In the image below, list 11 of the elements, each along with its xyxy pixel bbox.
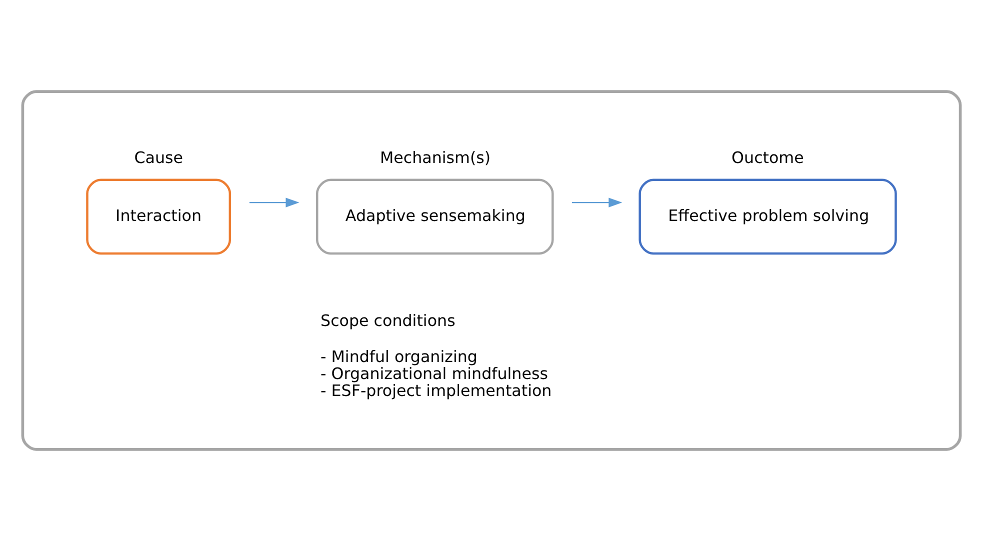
arrow bbox=[572, 198, 622, 208]
cluster bbox=[21, 90, 962, 451]
arrow bbox=[249, 198, 300, 208]
node-label: Cause bbox=[134, 148, 184, 168]
label: - Mindful organizing bbox=[320, 346, 478, 366]
node-label: Ouctome bbox=[732, 148, 804, 168]
node-box: Interaction bbox=[86, 178, 232, 255]
node-label: Mechanism(s) bbox=[380, 148, 491, 168]
label: Scope conditions bbox=[320, 310, 456, 330]
node-box: Effective problem solving bbox=[638, 178, 897, 255]
node-box: Adaptive sensemaking bbox=[316, 178, 554, 255]
